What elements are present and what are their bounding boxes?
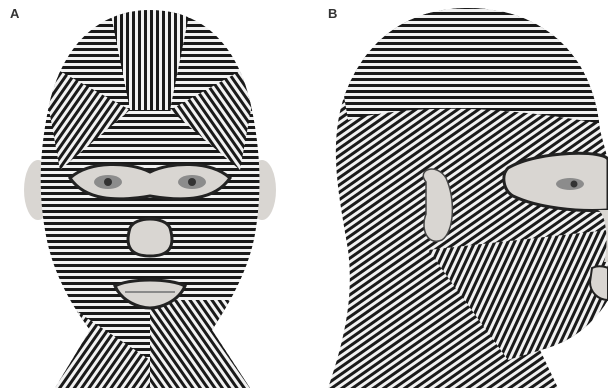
eye <box>556 178 584 190</box>
side-head-illustration <box>308 0 608 388</box>
front-head-illustration <box>0 0 300 388</box>
nose-opening <box>128 219 172 256</box>
panel-front-view: A <box>0 0 300 388</box>
panel-side-view: B <box>308 0 608 388</box>
